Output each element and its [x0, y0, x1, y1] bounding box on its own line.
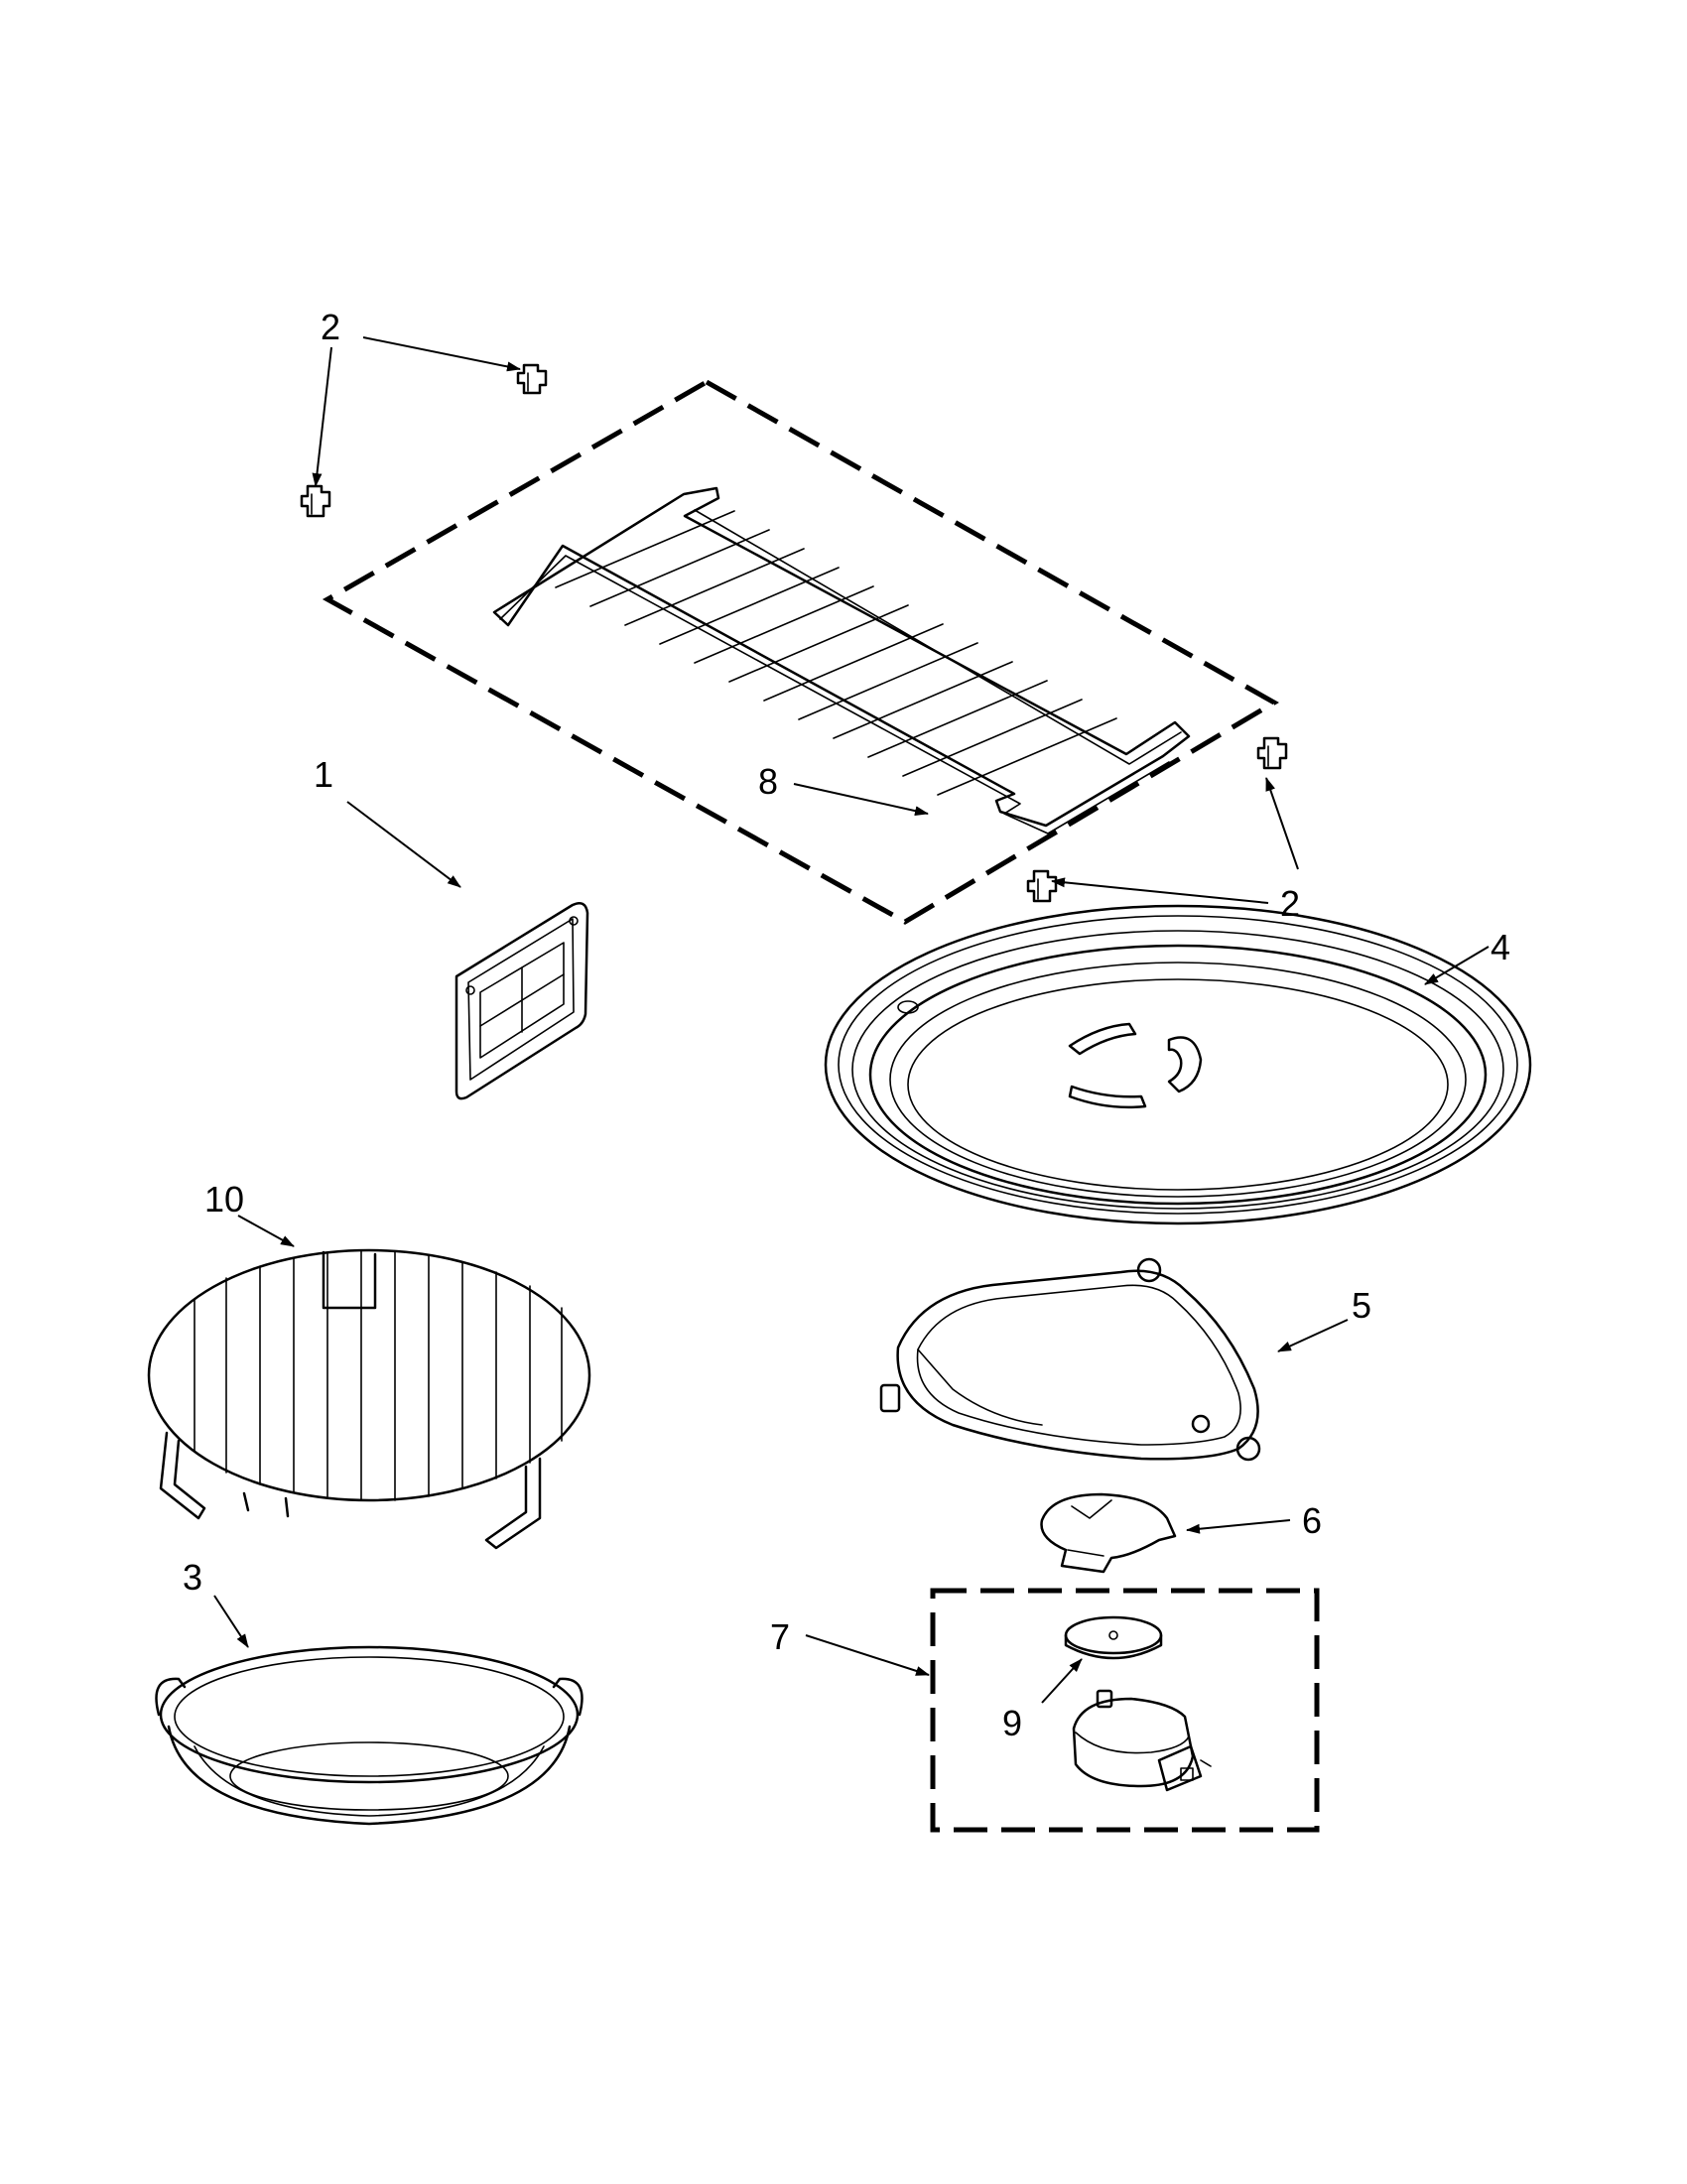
callout-6: 6 — [1302, 1500, 1322, 1541]
motor-shaft-cap-icon — [1064, 1615, 1163, 1660]
callout-7: 7 — [770, 1616, 790, 1657]
filter-cover-icon — [454, 902, 589, 1100]
wire-oven-rack-icon — [492, 486, 1191, 835]
round-wire-rack-icon — [147, 1248, 591, 1550]
callout-4: 4 — [1491, 927, 1510, 967]
turntable-roller-ring-icon — [879, 1257, 1261, 1462]
callout-9: 9 — [1002, 1703, 1022, 1743]
callout-1: 1 — [314, 754, 333, 795]
rack-kit-boundary — [322, 379, 1279, 925]
turntable-coupler-icon — [1040, 1492, 1177, 1574]
leader-lines — [213, 336, 1490, 1704]
turntable-tray-icon — [824, 904, 1532, 1225]
motor-kit-boundary — [930, 1588, 1320, 1833]
oval-cooking-pan-icon — [155, 1645, 584, 1826]
callout-10: 10 — [204, 1179, 244, 1220]
callout-3: 3 — [183, 1557, 202, 1598]
turntable-motor-icon — [1072, 1689, 1212, 1792]
rack-support-clip-icon — [1256, 736, 1288, 770]
callout-5: 5 — [1352, 1285, 1371, 1326]
callout-2-bottom: 2 — [1280, 883, 1300, 924]
rack-support-clip-icon — [300, 484, 331, 518]
rack-support-clip-icon — [1026, 869, 1058, 903]
rack-support-clip-icon — [516, 363, 548, 395]
callout-8: 8 — [758, 761, 778, 802]
callout-2-top: 2 — [321, 307, 340, 347]
